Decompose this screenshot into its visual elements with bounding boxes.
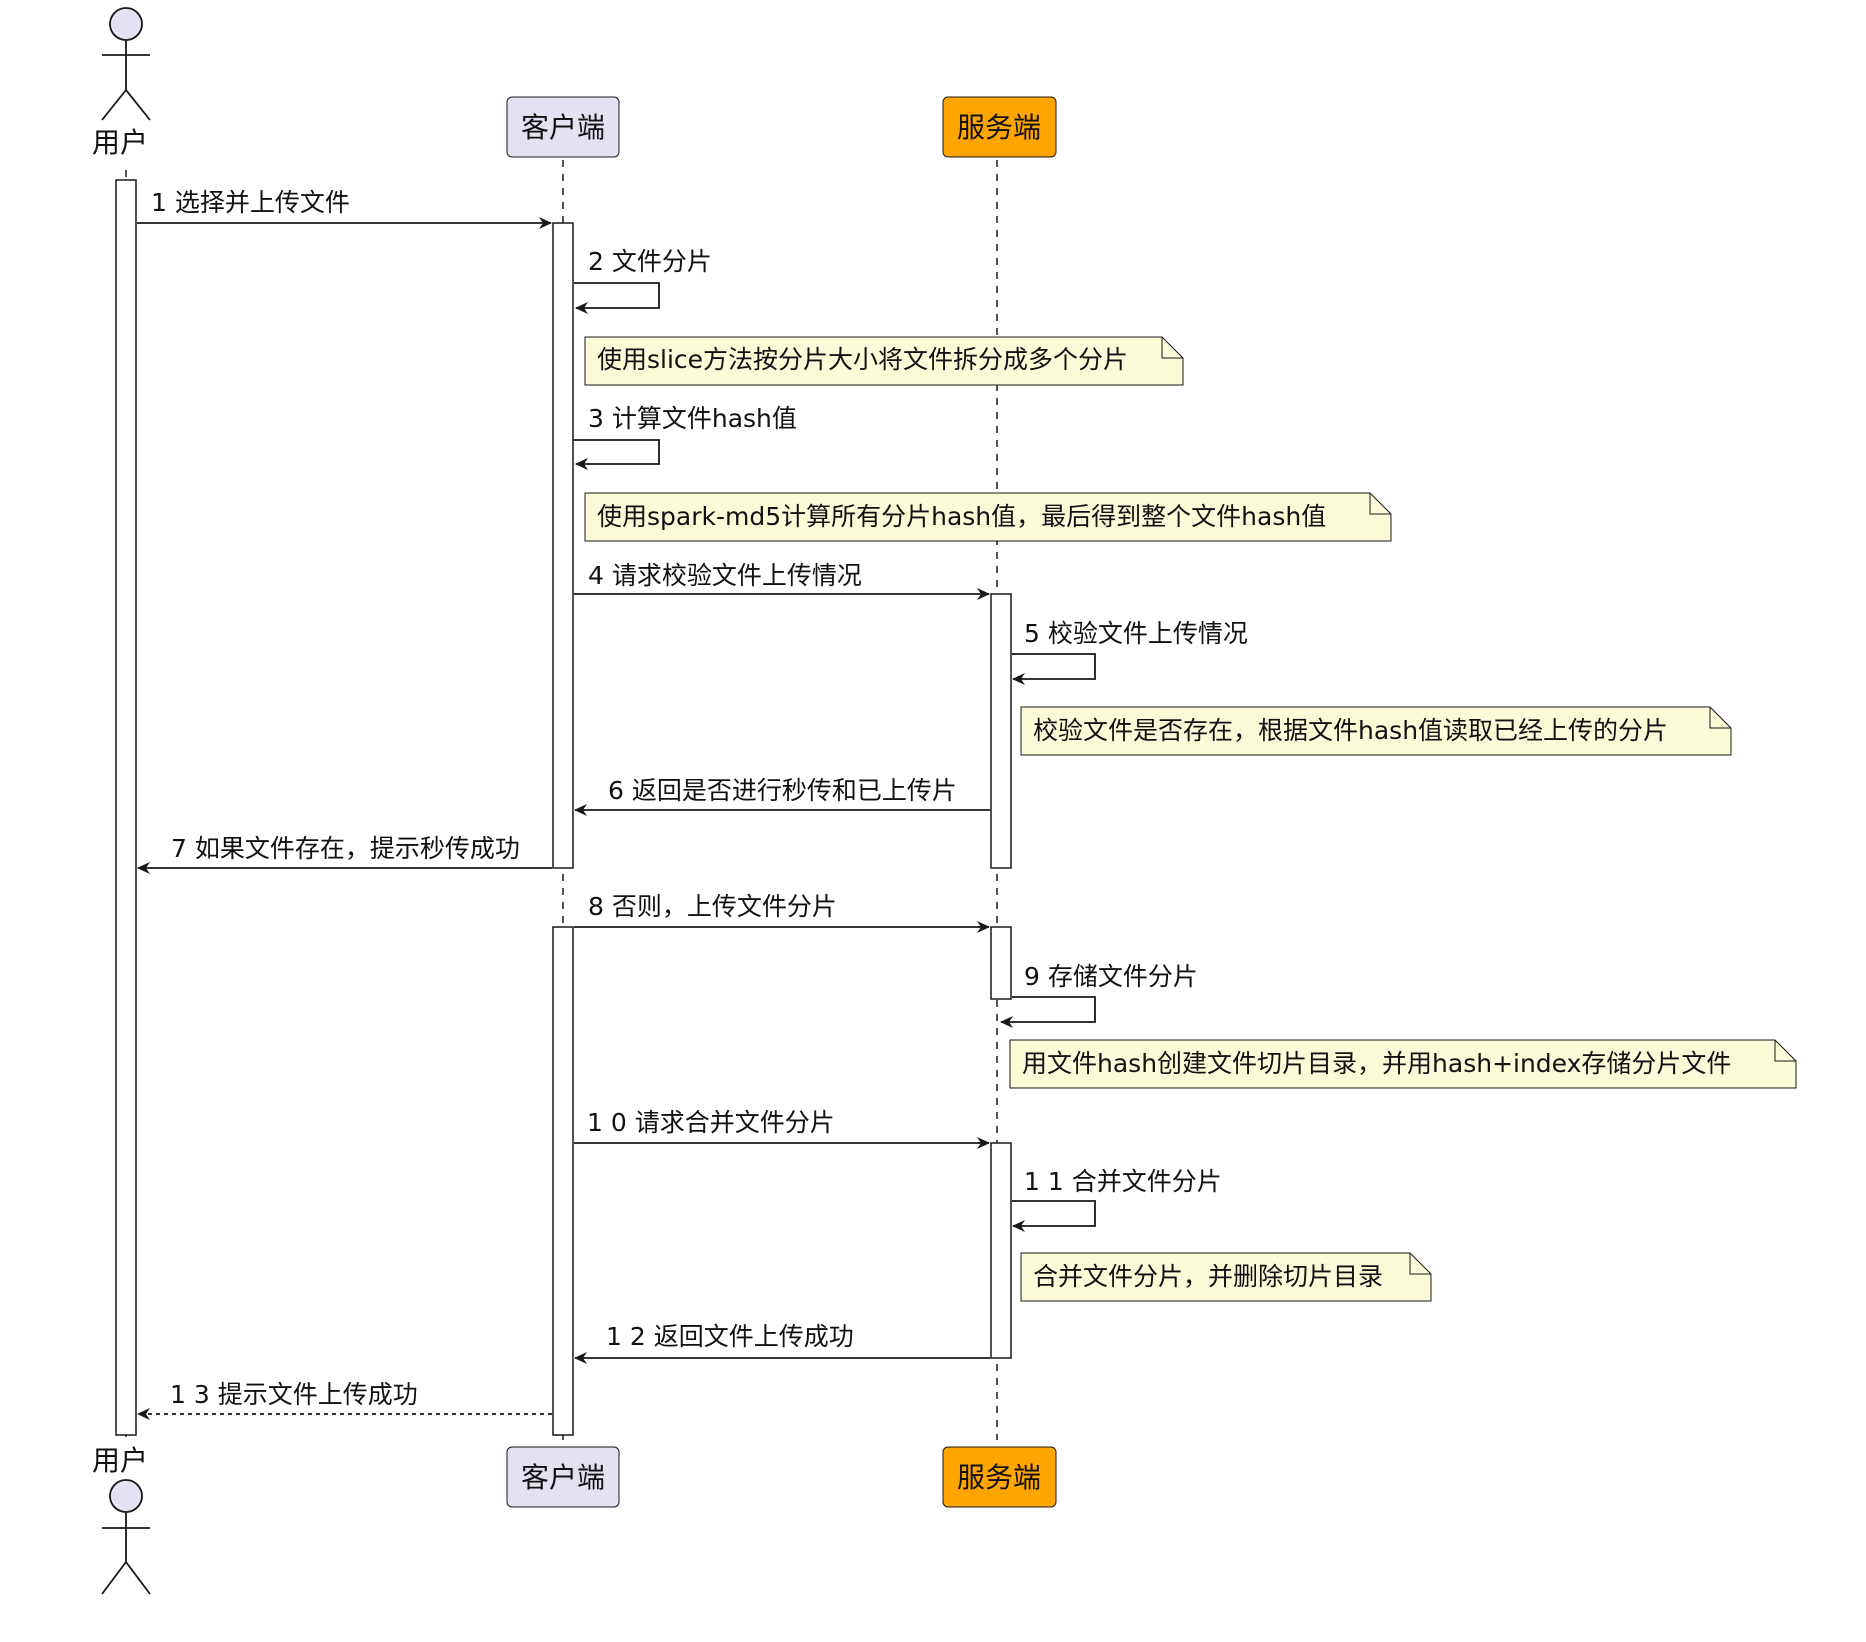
- message-label-3: 3 计算文件hash值: [588, 404, 797, 433]
- message-label-5: 5 校验文件上传情况: [1024, 619, 1248, 648]
- actor-user-top: 用户: [92, 7, 151, 159]
- note-2: 使用spark-md5计算所有分片hash值，最后得到整个文件hash值: [584, 492, 1392, 542]
- note-4: 用文件hash创建文件切片目录，并用hash+index存储分片文件: [1009, 1039, 1797, 1089]
- message-label-6: 6 返回是否进行秒传和已上传片: [608, 776, 957, 805]
- participant-label-client-bottom: 客户端: [521, 1461, 605, 1494]
- note-text-3: 校验文件是否存在，根据文件hash值读取已经上传的分片: [1033, 716, 1668, 745]
- actor-user-bottom: 用户: [92, 1444, 151, 1595]
- note-5: 合并文件分片，并删除切片目录: [1020, 1252, 1432, 1302]
- participant-client-top: 客户端: [506, 96, 620, 158]
- actor-label-user-top: 用户: [92, 126, 148, 159]
- participant-server-top: 服务端: [942, 96, 1057, 158]
- message-label-9: 9 存储文件分片: [1024, 962, 1198, 991]
- message-label-13: 1 3 提示文件上传成功: [170, 1380, 418, 1409]
- message-label-1: 1 选择并上传文件: [151, 188, 350, 217]
- actor-head-icon: [109, 7, 143, 41]
- actor-head-icon: [109, 1479, 143, 1513]
- participant-label-server-bottom: 服务端: [957, 1461, 1041, 1494]
- message-arrow-5: [1012, 653, 1096, 685]
- actor-label-user-bottom: 用户: [92, 1444, 148, 1477]
- message-arrow-3: [574, 439, 660, 470]
- activation-user: [115, 179, 137, 1436]
- activation-client-1: [552, 222, 574, 869]
- note-text-1: 使用slice方法按分片大小将文件拆分成多个分片: [597, 345, 1128, 374]
- participant-server-bottom: 服务端: [942, 1446, 1057, 1508]
- message-label-12: 1 2 返回文件上传成功: [606, 1322, 854, 1351]
- message-label-7: 7 如果文件存在，提示秒传成功: [171, 834, 520, 863]
- activation-client-2: [552, 926, 574, 1436]
- message-label-8: 8 否则，上传文件分片: [588, 892, 837, 921]
- message-label-10: 1 0 请求合并文件分片: [587, 1108, 835, 1137]
- participant-client-bottom: 客户端: [506, 1446, 620, 1508]
- note-text-2: 使用spark-md5计算所有分片hash值，最后得到整个文件hash值: [597, 502, 1326, 531]
- message-label-4: 4 请求校验文件上传情况: [588, 561, 862, 590]
- note-1: 使用slice方法按分片大小将文件拆分成多个分片: [584, 336, 1184, 386]
- participant-label-server-top: 服务端: [957, 111, 1041, 144]
- activation-server-1: [990, 593, 1012, 869]
- message-label-2: 2 文件分片: [588, 247, 712, 276]
- activation-server-2: [990, 926, 1012, 1000]
- message-arrow-11: [1012, 1200, 1096, 1232]
- activation-server-3: [990, 1142, 1012, 1359]
- message-arrow-2: [574, 282, 660, 314]
- message-label-11: 1 1 合并文件分片: [1024, 1167, 1222, 1196]
- note-text-4: 用文件hash创建文件切片目录，并用hash+index存储分片文件: [1022, 1049, 1731, 1078]
- participant-label-client-top: 客户端: [521, 111, 605, 144]
- message-arrow-9: [1000, 996, 1096, 1028]
- note-3: 校验文件是否存在，根据文件hash值读取已经上传的分片: [1020, 706, 1732, 756]
- note-text-5: 合并文件分片，并删除切片目录: [1033, 1262, 1383, 1291]
